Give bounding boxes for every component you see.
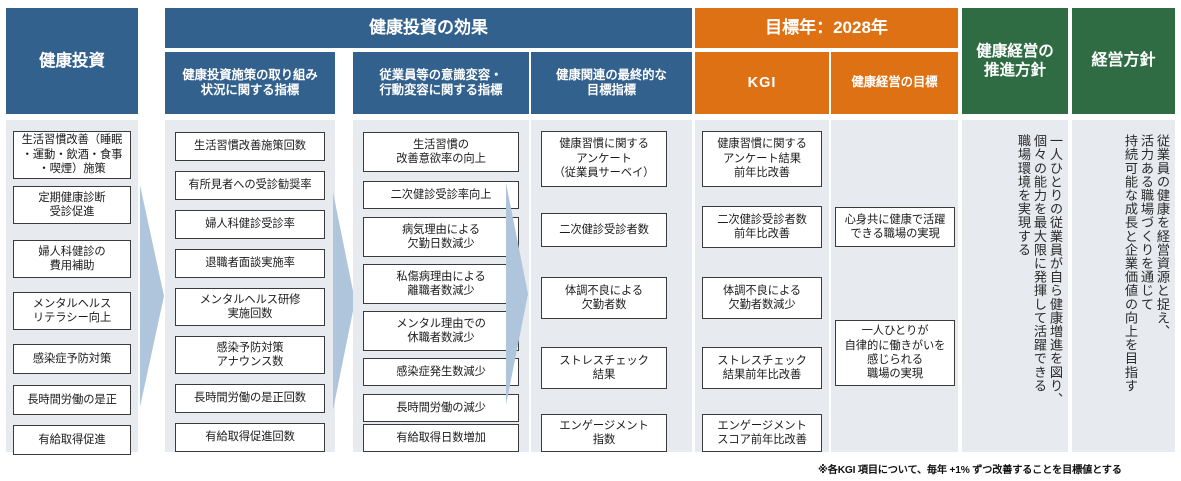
kgi-item-3[interactable]: 体調不良による 欠勤者数減少	[702, 277, 822, 319]
implementation-item-8[interactable]: 有給取得促進回数	[175, 423, 325, 452]
pane-health-management-goal	[831, 120, 958, 452]
kgi-item-2[interactable]: 二次健診受診者数 前年比改善	[702, 206, 822, 248]
column-health-investment: 健康投資 生活習慣改善（睡眠 ・運動・飲酒・食事 ・喫煙）施策 定期健康診断 受…	[6, 0, 138, 455]
promotion-policy-line-2: 個々の能力を最大限に発揮して活躍できる	[1032, 134, 1048, 393]
column-behavior-change-indicators: 従業員等の意識変容・ 行動変容に関する指標 生活習慣の 改善意欲率の向上 二次健…	[353, 0, 529, 452]
header-target-year-group: 目標年：2028年	[695, 8, 958, 48]
header-effect-group: 健康投資の効果	[165, 8, 692, 48]
implementation-item-5[interactable]: メンタルヘルス研修 実施回数	[175, 288, 325, 326]
header-behavior-change-indicators: 従業員等の意識変容・ 行動変容に関する指標	[353, 52, 529, 114]
investment-item-4[interactable]: メンタルヘルス リテラシー向上	[13, 292, 131, 330]
arrow-investment-to-effect	[140, 185, 164, 407]
header-health-management-goal: 健康経営の目標	[831, 52, 958, 114]
promotion-policy-line-1: 一人ひとりの従業員が自ら健康増進を図り、	[1048, 134, 1063, 406]
header-management-policy: 経営方針	[1072, 8, 1175, 114]
management-policy-text: 従業員の健康を経営資源と捉え、 活力ある職場づくりを通じて 持続可能な成長と企業…	[1072, 120, 1175, 452]
final-target-item-1[interactable]: 健康習慣に関する アンケート （従業員サーベイ）	[541, 131, 667, 187]
promotion-policy-line-3: 職場環境を実現する	[1016, 134, 1032, 257]
investment-item-6[interactable]: 長時間労働の是正	[13, 385, 131, 415]
implementation-item-2[interactable]: 有所見者への受診勧奨率	[175, 171, 325, 200]
management-policy-line-1: 従業員の健康を経営資源と捉え、	[1155, 134, 1170, 338]
column-final-target-indicators: 健康関連の最終的な 目標指標 健康習慣に関する アンケート （従業員サーベイ） …	[531, 0, 692, 452]
kgi-item-5[interactable]: エンゲージメント スコア前年比改善	[702, 414, 822, 452]
investment-item-2[interactable]: 定期健康診断 受診促進	[13, 186, 131, 224]
final-target-item-2[interactable]: 二次健診受診者数	[541, 213, 667, 247]
kgi-item-1[interactable]: 健康習慣に関する アンケート結果 前年比改善	[702, 131, 822, 187]
investment-item-3[interactable]: 婦人科健診の 費用補助	[13, 240, 131, 278]
header-kgi: KGI	[695, 52, 829, 114]
investment-item-5[interactable]: 感染症予防対策	[13, 344, 131, 374]
header-promotion-policy: 健康経営の 推進方針	[962, 8, 1068, 114]
pane-management-policy	[1072, 120, 1175, 452]
behavior-item-7[interactable]: 長時間労働の減少	[363, 394, 519, 422]
header-final-target-indicators: 健康関連の最終的な 目標指標	[531, 52, 692, 114]
implementation-item-1[interactable]: 生活習慣改善施策回数	[175, 132, 325, 161]
column-kgi: KGI 健康習慣に関する アンケート結果 前年比改善 二次健診受診者数 前年比改…	[695, 0, 829, 452]
kgi-footnote: ※各KGI 項目について、毎年 +1% ずつ改善することを目標値とする	[818, 465, 1122, 476]
behavior-item-8[interactable]: 有給取得日数増加	[363, 424, 519, 452]
behavior-item-2[interactable]: 二次健診受診率向上	[363, 181, 519, 209]
investment-item-1[interactable]: 生活習慣改善（睡眠 ・運動・飲酒・食事 ・喫煙）施策	[13, 131, 131, 179]
behavior-item-5[interactable]: メンタル理由での 休職者数減少	[363, 311, 519, 351]
behavior-item-3[interactable]: 病気理由による 欠勤日数減少	[363, 217, 519, 257]
column-promotion-policy: 健康経営の 推進方針 一人ひとりの従業員が自ら健康増進を図り、 個々の能力を最大…	[962, 0, 1068, 452]
column-implementation-indicators: 健康投資施策の取り組み 状況に関する指標 生活習慣改善施策回数 有所見者への受診…	[165, 0, 335, 452]
behavior-item-4[interactable]: 私傷病理由による 離職者数減少	[363, 264, 519, 304]
health-goal-item-1[interactable]: 心身共に健康で活躍 できる職場の実現	[835, 207, 955, 247]
final-target-item-3[interactable]: 体調不良による 欠勤者数	[541, 277, 667, 319]
health-goal-item-2[interactable]: 一人ひとりが 自律的に働きがいを 感じられる 職場の実現	[835, 320, 955, 386]
kgi-item-4[interactable]: ストレスチェック 結果前年比改善	[702, 347, 822, 389]
implementation-item-4[interactable]: 退職者面談実施率	[175, 249, 325, 278]
implementation-item-7[interactable]: 長時間労働の是正回数	[175, 384, 325, 413]
header-implementation-indicators: 健康投資施策の取り組み 状況に関する指標	[165, 52, 335, 114]
final-target-item-5[interactable]: エンゲージメント 指数	[541, 414, 667, 452]
behavior-item-1[interactable]: 生活習慣の 改善意欲率の向上	[363, 132, 519, 172]
investment-item-7[interactable]: 有給取得促進	[13, 425, 131, 455]
column-management-policy: 経営方針 従業員の健康を経営資源と捉え、 活力ある職場づくりを通じて 持続可能な…	[1072, 0, 1175, 452]
behavior-item-6[interactable]: 感染症発生数減少	[363, 358, 519, 386]
implementation-item-6[interactable]: 感染予防対策 アナウンス数	[175, 336, 325, 374]
management-policy-line-3: 持続可能な成長と企業価値の向上を目指す	[1123, 134, 1139, 393]
promotion-policy-text: 一人ひとりの従業員が自ら健康増進を図り、 個々の能力を最大限に発揮して活躍できる…	[962, 120, 1068, 452]
final-target-item-4[interactable]: ストレスチェック 結果	[541, 347, 667, 389]
implementation-item-3[interactable]: 婦人科健診受診率	[175, 210, 325, 239]
management-policy-line-2: 活力ある職場づくりを通じて	[1139, 134, 1155, 311]
column-health-management-goal: 健康経営の目標 心身共に健康で活躍 できる職場の実現 一人ひとりが 自律的に働き…	[831, 0, 958, 452]
pane-promotion-policy	[962, 120, 1068, 452]
header-health-investment: 健康投資	[6, 8, 138, 114]
